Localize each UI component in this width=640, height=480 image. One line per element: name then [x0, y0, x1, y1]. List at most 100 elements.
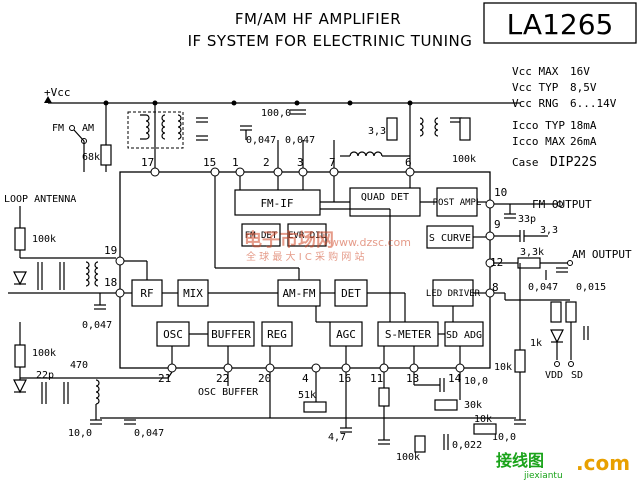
pin-label: 20: [258, 372, 271, 385]
spec-label: Case: [512, 156, 539, 169]
pin-label: 18: [104, 276, 117, 289]
vcc-label: +Vcc: [44, 86, 71, 99]
c-3-3-label: 3,3: [540, 225, 558, 236]
top-pins: 17 15 1 2 3 7 6: [141, 156, 415, 177]
spec-label: Icco TYP: [512, 119, 565, 132]
c-0022-label: 0,022: [452, 440, 482, 451]
pin-3: [298, 167, 308, 177]
c-22p-label: 22p: [36, 370, 54, 381]
pin-2: [273, 167, 283, 177]
title-line-2: IF SYSTEM FOR ELECTRINIC TUNING: [188, 32, 473, 50]
r-1k-label: 1k: [530, 338, 542, 349]
pin-11: [379, 363, 389, 373]
spec-value: 18mA: [570, 119, 597, 132]
pin-label: 17: [141, 156, 154, 169]
block-label: OSC: [163, 328, 183, 341]
block-evr-dil: EVR DIL: [287, 223, 327, 247]
pin-20: [265, 363, 275, 373]
block-det: DET: [334, 279, 368, 307]
sd-label: SD: [571, 370, 583, 381]
watermark-bottom-cn: 接线图: [496, 451, 544, 470]
block-label: RF: [140, 287, 153, 300]
loop-antenna-label: LOOP ANTENNA: [4, 194, 76, 205]
block-quad-det: QUAD DET: [349, 187, 421, 217]
pin-label: 11: [370, 372, 383, 385]
watermark-jiexiantu: 接线图 .com jiexiantu: [496, 451, 630, 480]
c-470-label: 470: [70, 360, 88, 371]
spec-label: Vcc TYP: [512, 81, 559, 94]
pin-label: 19: [104, 244, 117, 257]
r-3-3k-am-label: 3,3k: [520, 247, 544, 258]
left-pins: 19 18: [104, 244, 125, 298]
spec-label: Icco MAX: [512, 135, 565, 148]
pin-9: [485, 231, 495, 241]
r-51k-label: 51k: [298, 390, 316, 401]
spec-table: Vcc MAX 16V Vcc TYP 8,5V Vcc RNG 6...14V…: [512, 65, 617, 170]
c-0047-a-label: 0,047: [246, 135, 276, 146]
block-post-ampl: POST AMPL: [433, 187, 481, 217]
pin-16: [341, 363, 351, 373]
watermark-url: www.dzsc.com: [330, 236, 411, 249]
fm-output-label: FM OUTPUT: [532, 198, 592, 211]
c-10-0-right-label: 10,0: [492, 432, 516, 443]
block-s-curve: S CURVE: [426, 225, 474, 249]
block-label: AM-FM: [282, 287, 315, 300]
vdd-label: VDD: [545, 370, 563, 381]
watermark-site-cn: 电子市场网: [244, 229, 334, 251]
r-100k-loop-label: 100k: [32, 234, 56, 245]
block-label: S-METER: [385, 328, 432, 341]
block-label: S CURVE: [429, 233, 471, 244]
pin-label: 10: [494, 186, 507, 199]
watermark-bottom-url: jiexiantu: [523, 471, 563, 480]
pin-label: 6: [405, 156, 412, 169]
osc-buffer-label: OSC BUFFER: [198, 387, 259, 398]
block-mix: MIX: [177, 279, 209, 307]
r-10k-b-label: 10k: [474, 414, 492, 425]
right-pins: 10 9 12 8: [485, 186, 507, 298]
title-line-1: FM/AM HF AMPLIFIER: [235, 10, 401, 28]
right-output-network: FM OUTPUT 33p 3,3 3,3k AM OUTPUT 0,047 0…: [492, 198, 632, 443]
block-fm-if: FM-IF: [234, 189, 321, 216]
pin-label: 16: [338, 372, 351, 385]
pin-label: 9: [494, 218, 501, 231]
r-10k-a-label: 10k: [494, 362, 512, 373]
block-label: SD ADG: [446, 330, 482, 341]
block-am-fm: AM-FM: [277, 279, 321, 307]
pin-label: 3: [297, 156, 304, 169]
block-agc: AGC: [329, 321, 363, 347]
internal-wiring: [124, 176, 486, 364]
pin-19: [115, 256, 125, 266]
block-label: FM-IF: [260, 197, 293, 210]
c-10-0-mid-label: 10,0: [464, 376, 488, 387]
pin-label: 14: [448, 372, 462, 385]
c-0047-am-label: 0,047: [528, 282, 558, 293]
part-number-frame: [483, 2, 637, 44]
block-label: MIX: [183, 287, 203, 300]
watermark-slogan: 全 球 最 大 I C 采 购 网 站: [246, 250, 365, 263]
spec-value: 26mA: [570, 135, 597, 148]
pin-6: [405, 167, 415, 177]
block-buffer: BUFFER: [207, 321, 255, 347]
pin-18: [115, 288, 125, 298]
pin-15: [210, 167, 220, 177]
pin-17: [150, 167, 160, 177]
block-fm-det: FM DET: [241, 223, 281, 247]
c-4-7-label: 4,7: [328, 432, 346, 443]
pin-label: 4: [302, 372, 309, 385]
spec-value: 6...14V: [570, 97, 617, 110]
c-100-label: 100,0: [261, 108, 291, 119]
pin-22: [223, 363, 233, 373]
spec-label: Vcc RNG: [512, 97, 558, 110]
r-68k-label: 68k: [82, 152, 100, 163]
am-output-label: AM OUTPUT: [572, 248, 632, 261]
c-33p-label: 33p: [518, 214, 536, 225]
watermark-bottom-com: .com: [576, 451, 630, 475]
pin-14: [455, 363, 465, 373]
block-sd-adg: SD ADG: [444, 321, 484, 347]
pin-21: [167, 363, 177, 373]
block-s-meter: S-METER: [377, 321, 439, 347]
block-rf: RF: [131, 279, 163, 307]
block-label: LED DRIVER: [426, 289, 481, 299]
fm-label: FM: [52, 123, 64, 134]
